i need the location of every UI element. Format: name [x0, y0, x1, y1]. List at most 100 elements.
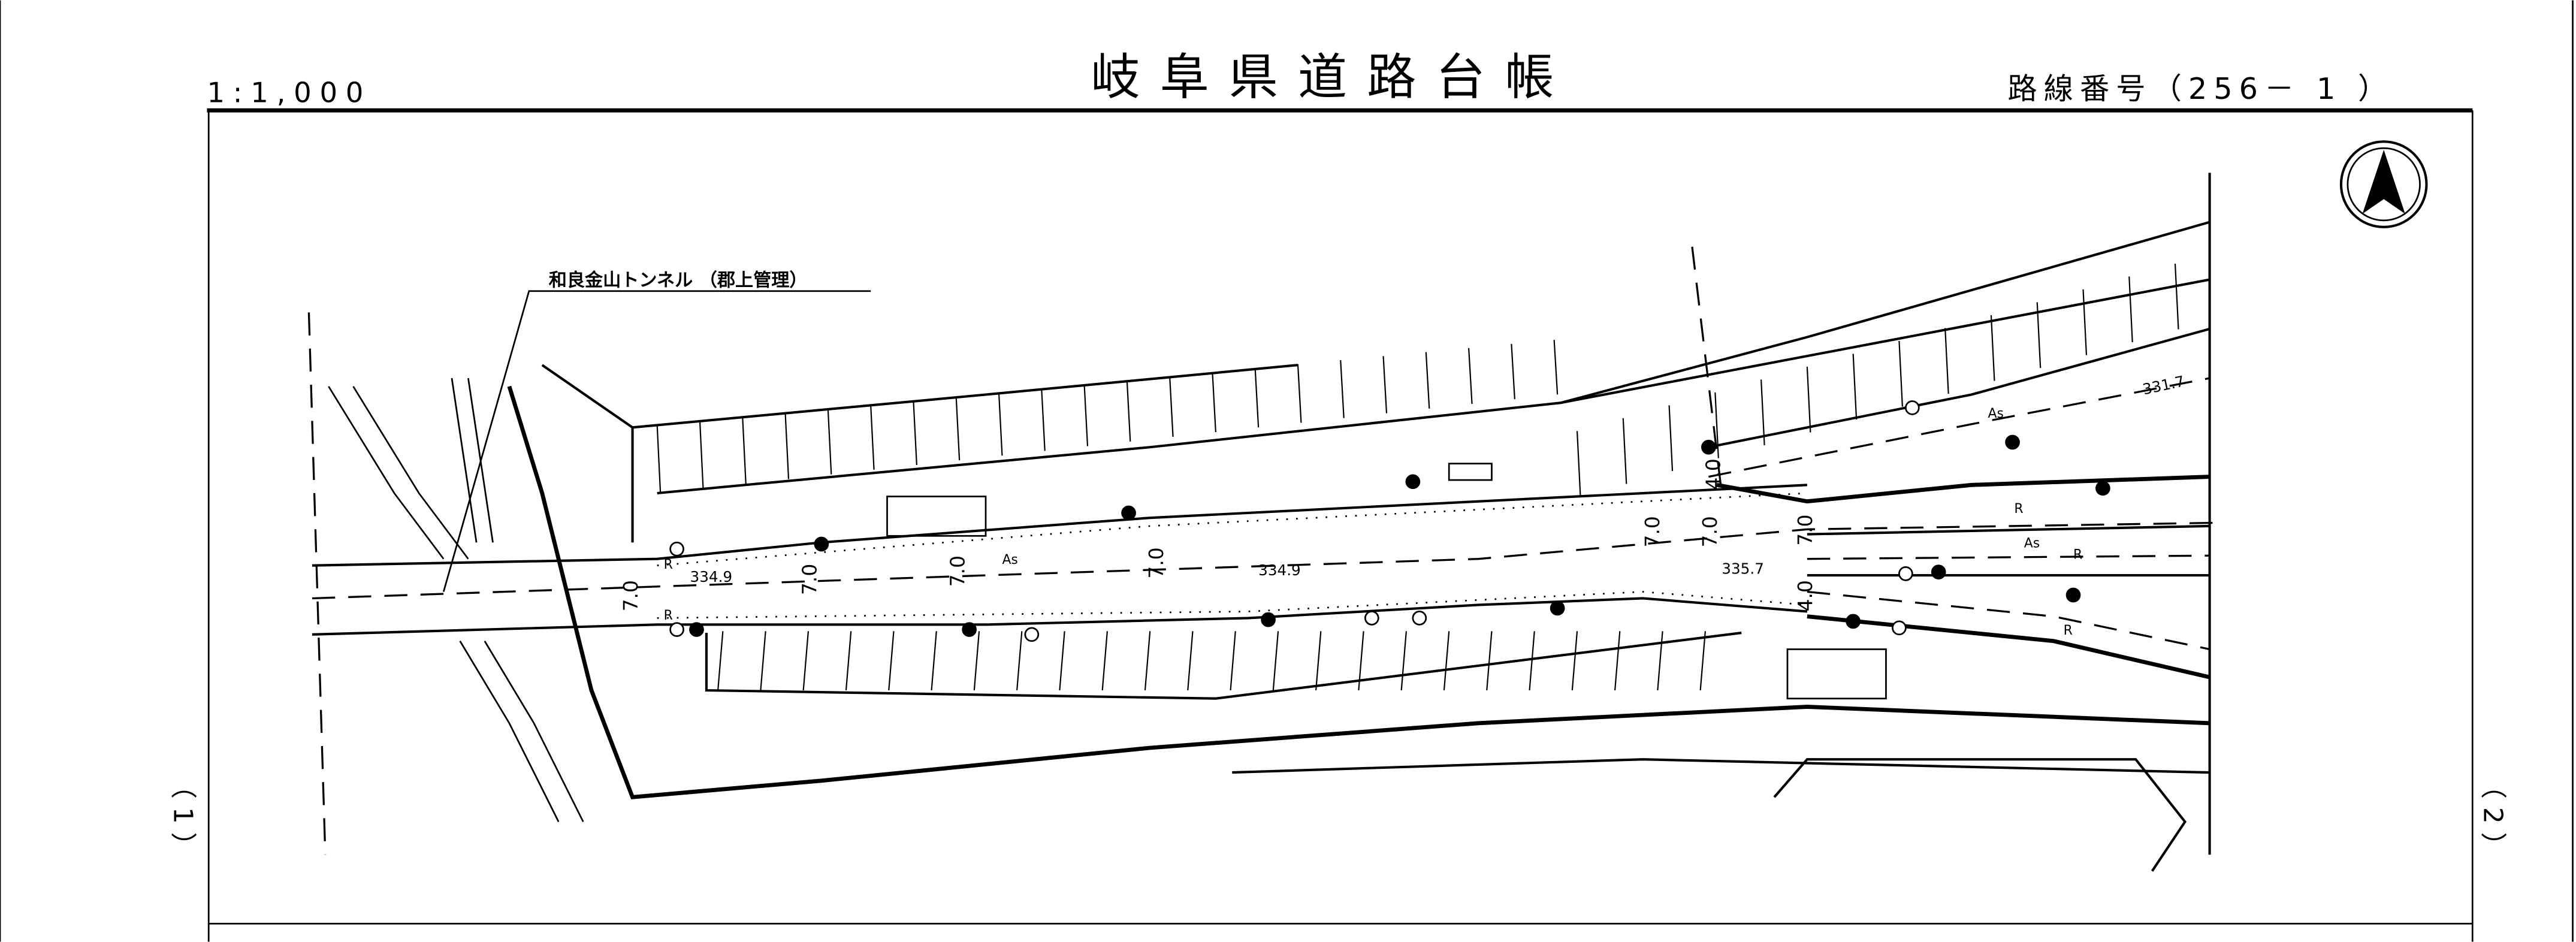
- building: [1448, 463, 1493, 481]
- sheet-marker-left: （ 1 ）: [168, 772, 198, 859]
- hatch-line: [1576, 431, 1581, 497]
- building: [1786, 648, 1887, 700]
- elevation-label: 334.9: [1258, 561, 1301, 579]
- width-label: 7.0: [1698, 516, 1722, 547]
- hydrant-icon: [1701, 439, 1716, 455]
- hatch-line: [1340, 360, 1345, 418]
- hatch-line: [998, 393, 1003, 456]
- hatch-line: [1016, 631, 1023, 691]
- manhole-icon: [669, 541, 684, 557]
- surface-label: As: [1988, 406, 2003, 421]
- hatch-line: [784, 413, 790, 479]
- hatch-line: [1297, 364, 1302, 423]
- route-number: 路線番号（256－ 1 ）: [2007, 71, 2394, 106]
- north-arrow-icon: [2339, 140, 2428, 228]
- hydrant-icon: [1550, 600, 1565, 616]
- page-title: 岐阜県道路台帳: [1091, 49, 1574, 106]
- curb-mark: R: [2073, 548, 2082, 563]
- hatch-line: [1144, 631, 1151, 691]
- hydrant-icon: [1121, 505, 1136, 521]
- manhole-icon: [1412, 611, 1427, 626]
- hatch-line: [760, 631, 766, 691]
- hatch-line: [656, 425, 662, 494]
- hydrant-icon: [2005, 434, 2020, 450]
- hatch-line: [802, 631, 810, 691]
- surface-label: As: [1002, 552, 1017, 567]
- scale-label: 1:1,000: [207, 76, 372, 108]
- hatch-line: [742, 416, 747, 484]
- width-label: 7.0: [1144, 547, 1168, 578]
- elevation-label: 334.9: [690, 568, 733, 585]
- hatch-line: [1511, 343, 1515, 400]
- hatch-line: [1254, 368, 1260, 428]
- hatch-line: [1358, 631, 1364, 691]
- hatch-line: [1990, 315, 1995, 381]
- hatch-line: [699, 421, 704, 489]
- main-road: [307, 173, 2218, 872]
- hatch-line: [1668, 405, 1674, 472]
- hatch-line: [1169, 376, 1174, 437]
- hatch-line: [888, 631, 895, 691]
- tunnel-leader: [442, 290, 871, 592]
- width-label: 7.0: [619, 580, 642, 611]
- building: [886, 496, 987, 537]
- hatch-line: [1486, 631, 1493, 691]
- hydrant-icon: [2095, 481, 2110, 496]
- hydrant-icon: [814, 536, 829, 552]
- surface-label: As: [2024, 536, 2040, 551]
- tunnel-label: 和良金山トンネル （郡上管理）: [549, 270, 808, 291]
- hydrant-icon: [1846, 614, 1861, 629]
- elevation-label: 331.7: [2141, 372, 2186, 398]
- hatch-line: [1622, 418, 1627, 484]
- width-label: 7.0: [1793, 514, 1817, 545]
- hatch-line: [2036, 302, 2042, 369]
- width-label: 7.0: [1641, 516, 1664, 547]
- manhole-icon: [1364, 611, 1379, 626]
- hatch-line: [1101, 631, 1109, 691]
- manhole-icon: [1905, 400, 1920, 415]
- hatch-line: [1614, 631, 1621, 691]
- hatch-line: [1272, 631, 1279, 691]
- width-label: 4.0: [1793, 580, 1817, 611]
- hatch-line: [1382, 356, 1388, 413]
- hydrant-icon: [962, 622, 977, 637]
- hatch-line: [1760, 379, 1765, 446]
- hatch-line: [1083, 384, 1089, 446]
- upper-slope: [541, 221, 2210, 543]
- hatch-line: [1443, 631, 1450, 691]
- hatch-line: [1230, 631, 1236, 691]
- hatch-line: [1425, 352, 1430, 409]
- hatch-line: [870, 404, 875, 470]
- hatch-line: [973, 631, 980, 691]
- manhole-symbols: [669, 400, 2110, 642]
- hatch-line: [845, 631, 852, 691]
- curb-mark: R: [664, 557, 673, 572]
- hatch-line: [1041, 388, 1046, 451]
- hatch-line: [2128, 276, 2133, 343]
- sheet-marker-right: （ 2 ）: [2477, 772, 2508, 859]
- curb-mark: R: [664, 608, 673, 623]
- hatch-line: [1212, 372, 1216, 433]
- hatch-line: [931, 631, 937, 691]
- lower-slope: [705, 631, 1742, 700]
- hatch-line: [2174, 263, 2179, 330]
- manhole-icon: [1892, 620, 1907, 636]
- hatch-line: [827, 409, 832, 475]
- hatch-line: [1529, 631, 1535, 691]
- hatch-line: [1126, 380, 1131, 442]
- hydrant-icon: [689, 622, 704, 637]
- hatch-line: [1059, 631, 1065, 691]
- hatch-line: [1571, 631, 1578, 691]
- hatch-line: [1187, 631, 1194, 691]
- curb-mark: R: [2014, 502, 2023, 517]
- hatch-line: [1714, 392, 1719, 458]
- hatch-line: [1852, 354, 1858, 420]
- hatch-line: [1898, 340, 1903, 407]
- hatch-line: [2082, 289, 2088, 355]
- manhole-icon: [1024, 627, 1040, 642]
- manhole-icon: [669, 622, 684, 637]
- hydrant-icon: [1261, 612, 1276, 627]
- hatch-line: [717, 631, 724, 691]
- hatch-line: [1944, 328, 1949, 394]
